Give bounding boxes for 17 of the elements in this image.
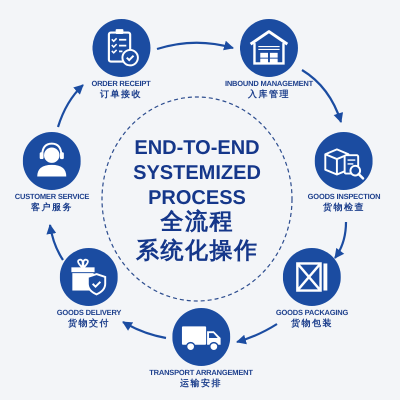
step-subtitle: 客户服务 [31, 203, 73, 214]
arrow [122, 321, 166, 340]
heading-text: END-TO-END SYSTEMIZED PROCESS [133, 136, 261, 209]
step-subtitle: 货物交付 [68, 319, 110, 330]
step-subtitle: 订单接收 [100, 90, 142, 101]
step-subtitle: 运输安排 [180, 379, 222, 390]
heading-text: 全流程 [160, 208, 234, 236]
heading-text: 系统化操作 [136, 237, 258, 265]
arrow [156, 40, 234, 50]
arrow [301, 69, 343, 123]
arrow [46, 224, 64, 261]
arrow [236, 323, 278, 344]
step-subtitle: 货物包装 [291, 319, 333, 330]
step-subtitle: 货物检查 [323, 203, 365, 214]
arrow [334, 222, 348, 259]
step-subtitle: 入库管理 [248, 90, 290, 101]
arrow [56, 84, 84, 128]
